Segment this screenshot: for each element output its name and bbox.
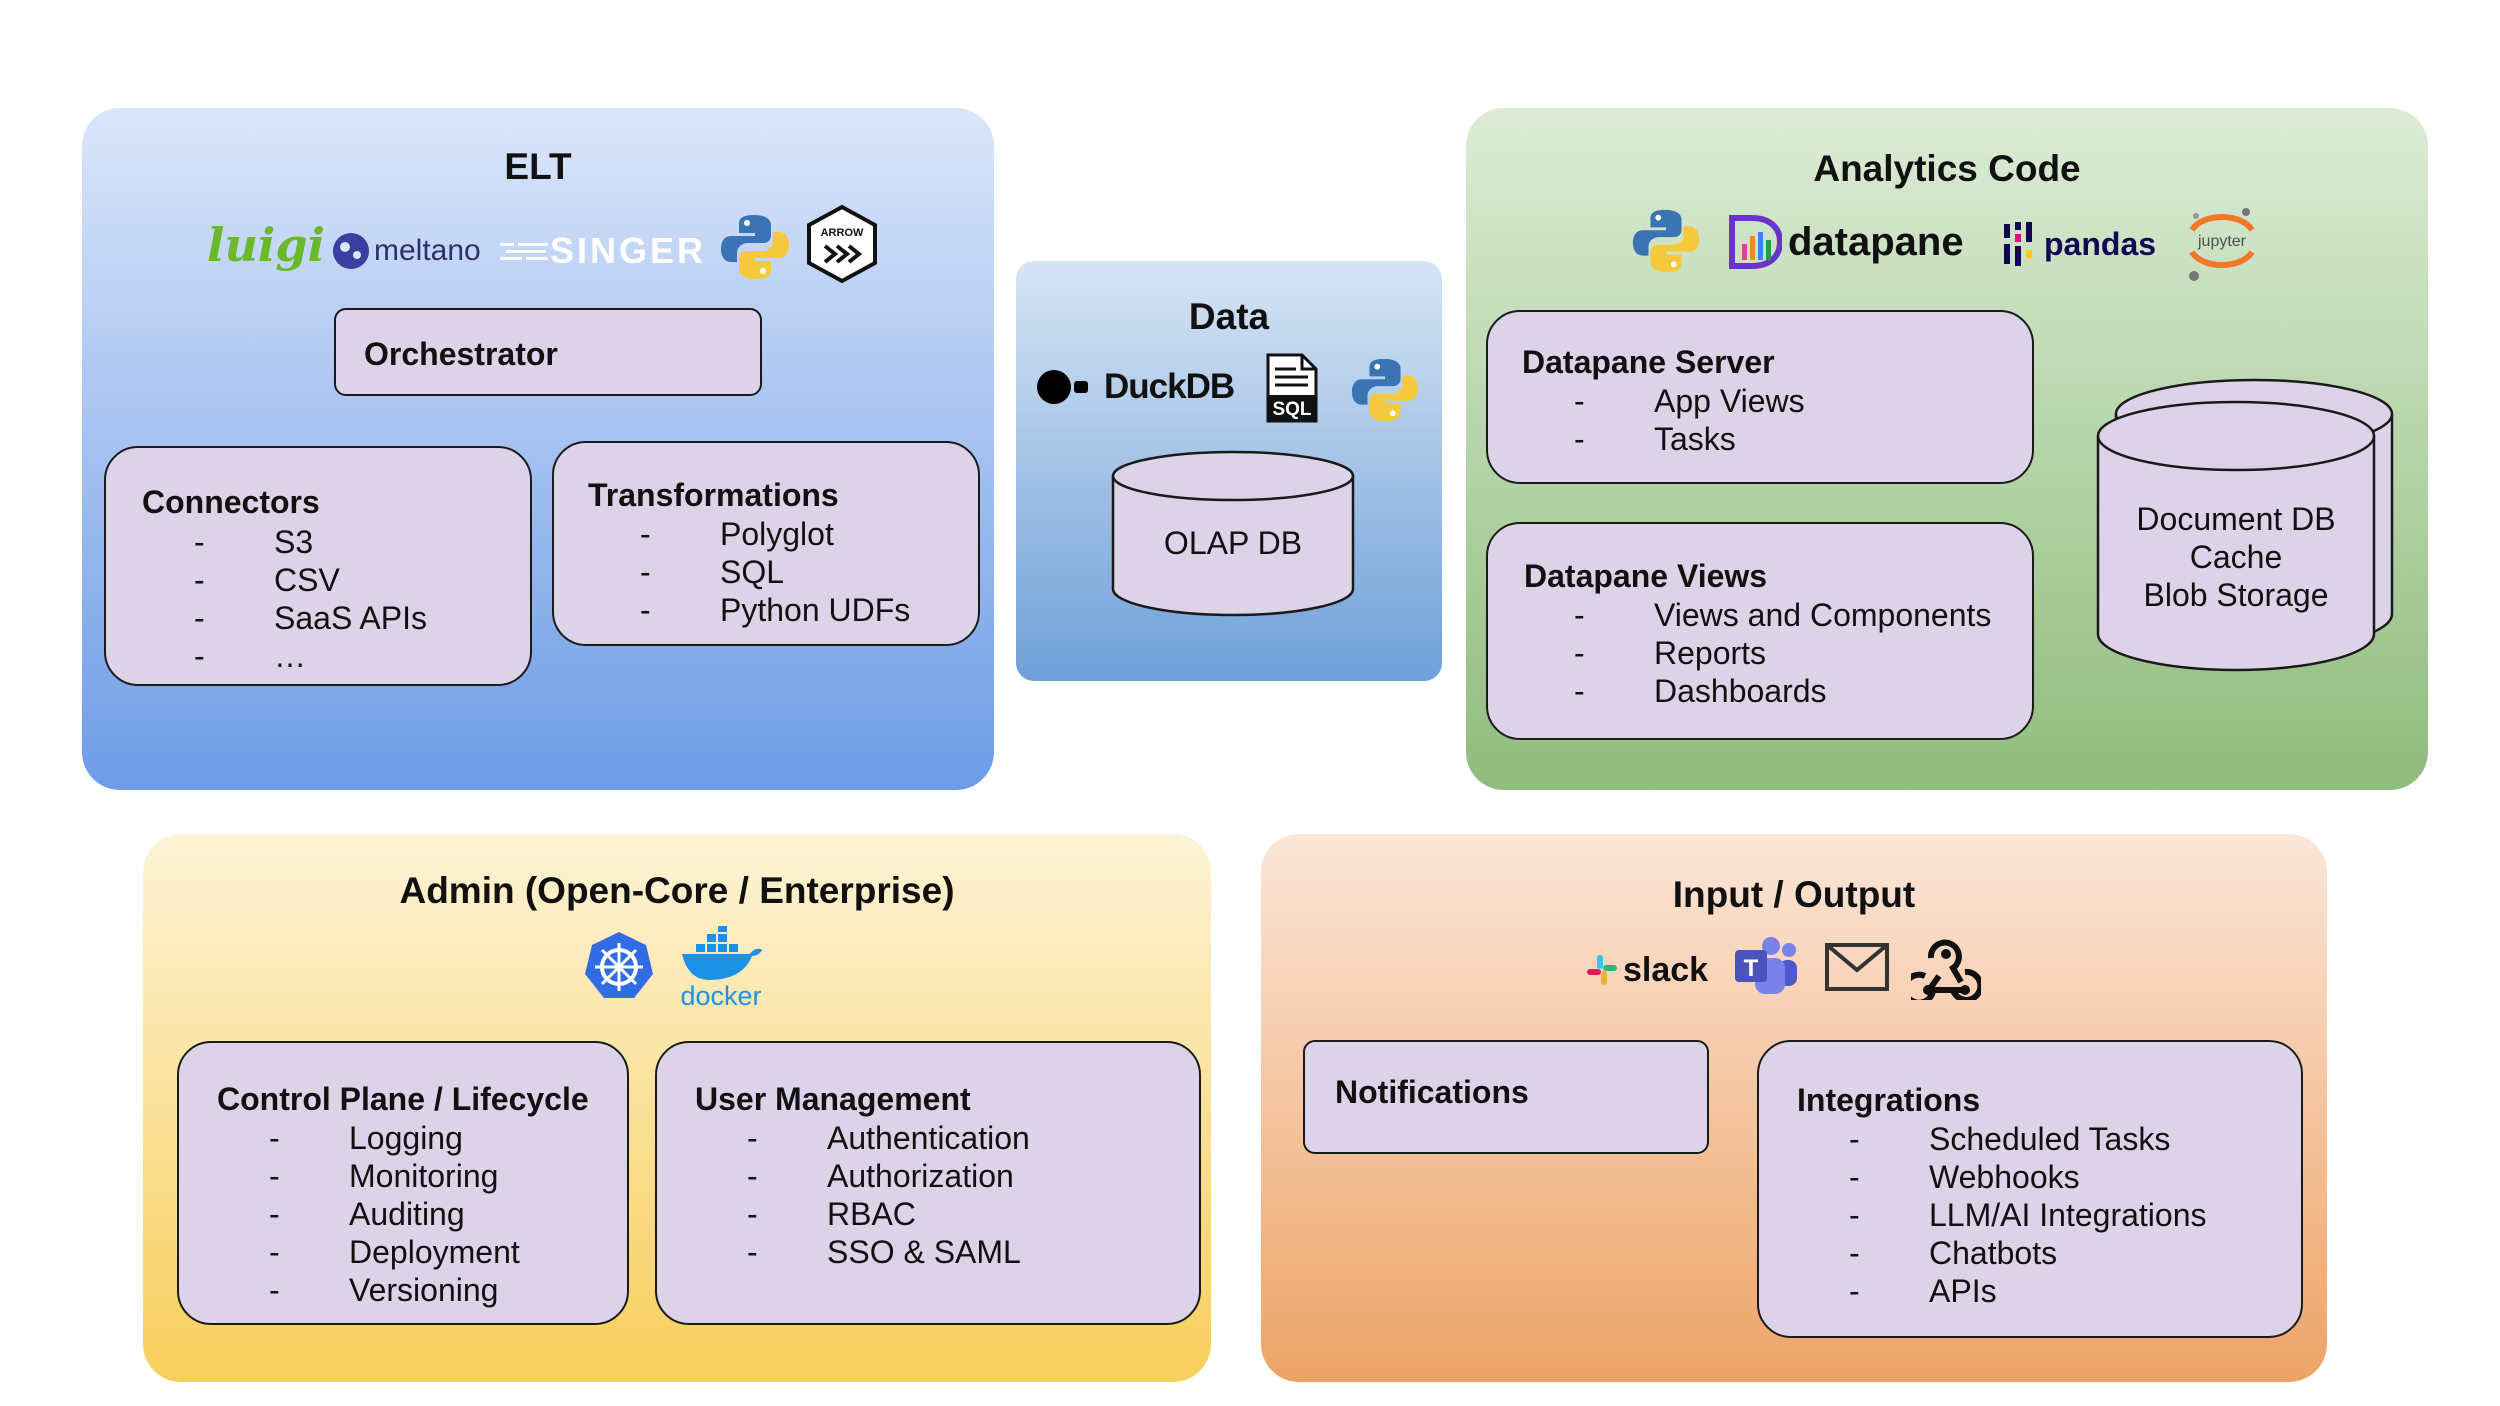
- sql-file-icon: SQL: [1266, 353, 1318, 423]
- integrations-box: Integrations -Scheduled Tasks -Webhooks …: [1757, 1040, 2303, 1338]
- analytics-title: Analytics Code: [1813, 148, 2081, 189]
- luigi-logo: luigi: [207, 218, 326, 272]
- meltano-icon: [333, 233, 369, 269]
- arrow-icon: ARROW: [807, 204, 877, 284]
- webhooks-icon: [1902, 939, 1984, 1006]
- python-logo: [719, 211, 791, 288]
- kubernetes-icon: [585, 932, 653, 998]
- orchestrator-label: Orchestrator: [364, 336, 558, 372]
- data-panel: Data DuckDB SQL OLAP DB: [1016, 261, 1442, 681]
- docker-icon: [682, 926, 762, 980]
- io-title: Input / Output: [1672, 874, 1916, 915]
- datapane-views-title: Datapane Views: [1524, 558, 1768, 594]
- control-plane-title: Control Plane / Lifecycle: [217, 1081, 589, 1117]
- kubernetes-logo: [583, 930, 655, 1007]
- user-management-box: User Management -Authentication -Authori…: [655, 1041, 1201, 1325]
- pandas-icon: [2004, 222, 2032, 266]
- olap-db-label: OLAP DB: [1163, 525, 1303, 561]
- docker-logo: docker: [673, 926, 769, 1012]
- svg-text:T: T: [1744, 955, 1759, 982]
- user-management-title: User Management: [695, 1081, 971, 1117]
- transformations-box: Transformations -Polyglot -SQL -Python U…: [552, 441, 980, 646]
- arrow-logo: ARROW: [805, 204, 879, 289]
- datapane-server-title: Datapane Server: [1522, 344, 1775, 380]
- slack-icon: [1587, 955, 1617, 985]
- teams-logo: T: [1733, 936, 1799, 1003]
- transformations-title: Transformations: [588, 477, 839, 513]
- jupyter-logo: jupyter: [2184, 204, 2260, 289]
- datapane-logo: datapane: [1728, 212, 1964, 272]
- singer-lines-icon: [500, 243, 548, 260]
- analytics-panel: Analytics Code datapane pandas: [1466, 108, 2428, 790]
- notifications-box: Notifications: [1303, 1040, 1709, 1154]
- orchestrator-box: Orchestrator: [334, 308, 762, 396]
- datapane-views-box: Datapane Views -Views and Components -Re…: [1486, 522, 2034, 740]
- singer-logo: SINGER: [500, 226, 706, 276]
- notifications-label: Notifications: [1335, 1074, 1529, 1110]
- elt-panel: ELT luigi meltano SINGER ARROW: [82, 108, 994, 790]
- meltano-logo: meltano: [330, 226, 481, 276]
- admin-panel: Admin (Open-Core / Enterprise) docker: [143, 834, 1211, 1382]
- python-logo: [1350, 355, 1420, 430]
- io-panel: Input / Output slack T: [1261, 834, 2327, 1382]
- elt-title: ELT: [504, 146, 572, 187]
- datapane-server-box: Datapane Server -App Views -Tasks: [1486, 310, 2034, 484]
- pandas-logo: pandas: [2002, 216, 2156, 272]
- datapane-icon: [1729, 215, 1782, 269]
- connectors-title: Connectors: [142, 484, 320, 520]
- storage-label: Document DB Cache Blob Storage: [2136, 501, 2336, 613]
- python-logo: [1631, 206, 1701, 281]
- slack-logo: slack: [1585, 942, 1708, 998]
- sql-file-logo: SQL: [1264, 353, 1320, 428]
- duckdb-icon: [1037, 370, 1088, 404]
- python-icon: [1632, 209, 1700, 273]
- svg-text:jupyter: jupyter: [2197, 233, 2247, 250]
- email-icon: [1825, 943, 1889, 991]
- svg-text:SQL: SQL: [1272, 399, 1311, 420]
- teams-icon: T: [1735, 937, 1797, 994]
- admin-title: Admin (Open-Core / Enterprise): [399, 870, 955, 911]
- connectors-box: Connectors -S3 -CSV -SaaS APIs -…: [104, 446, 532, 686]
- python-icon: [1351, 358, 1419, 422]
- storage-cylinders: [2096, 378, 2394, 672]
- duckdb-logo: DuckDB: [1036, 359, 1235, 415]
- integrations-title: Integrations: [1797, 1082, 1981, 1118]
- control-plane-box: Control Plane / Lifecycle -Logging -Moni…: [177, 1041, 629, 1325]
- olap-db-cylinder: [1111, 450, 1355, 617]
- jupyter-icon: jupyter: [2189, 208, 2255, 281]
- email-logo: [1824, 942, 1890, 997]
- webhooks-logo: [1902, 934, 1984, 1006]
- data-title: Data: [1188, 296, 1270, 337]
- python-icon: [721, 215, 789, 279]
- svg-text:ARROW: ARROW: [821, 227, 864, 239]
